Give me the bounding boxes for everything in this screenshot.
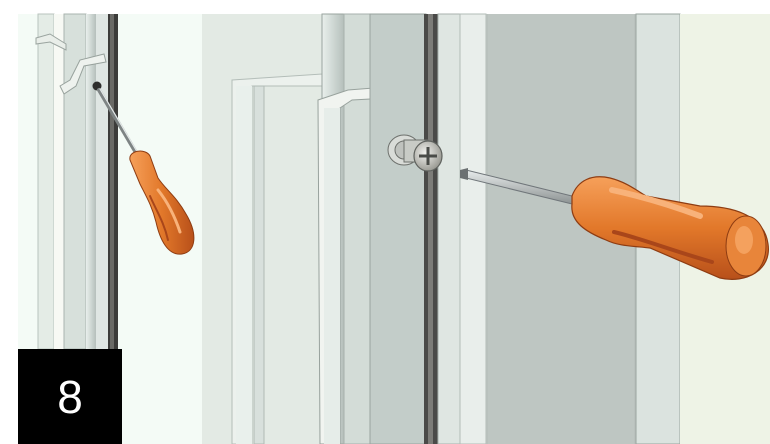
step-number-badge: 8 <box>18 349 122 444</box>
